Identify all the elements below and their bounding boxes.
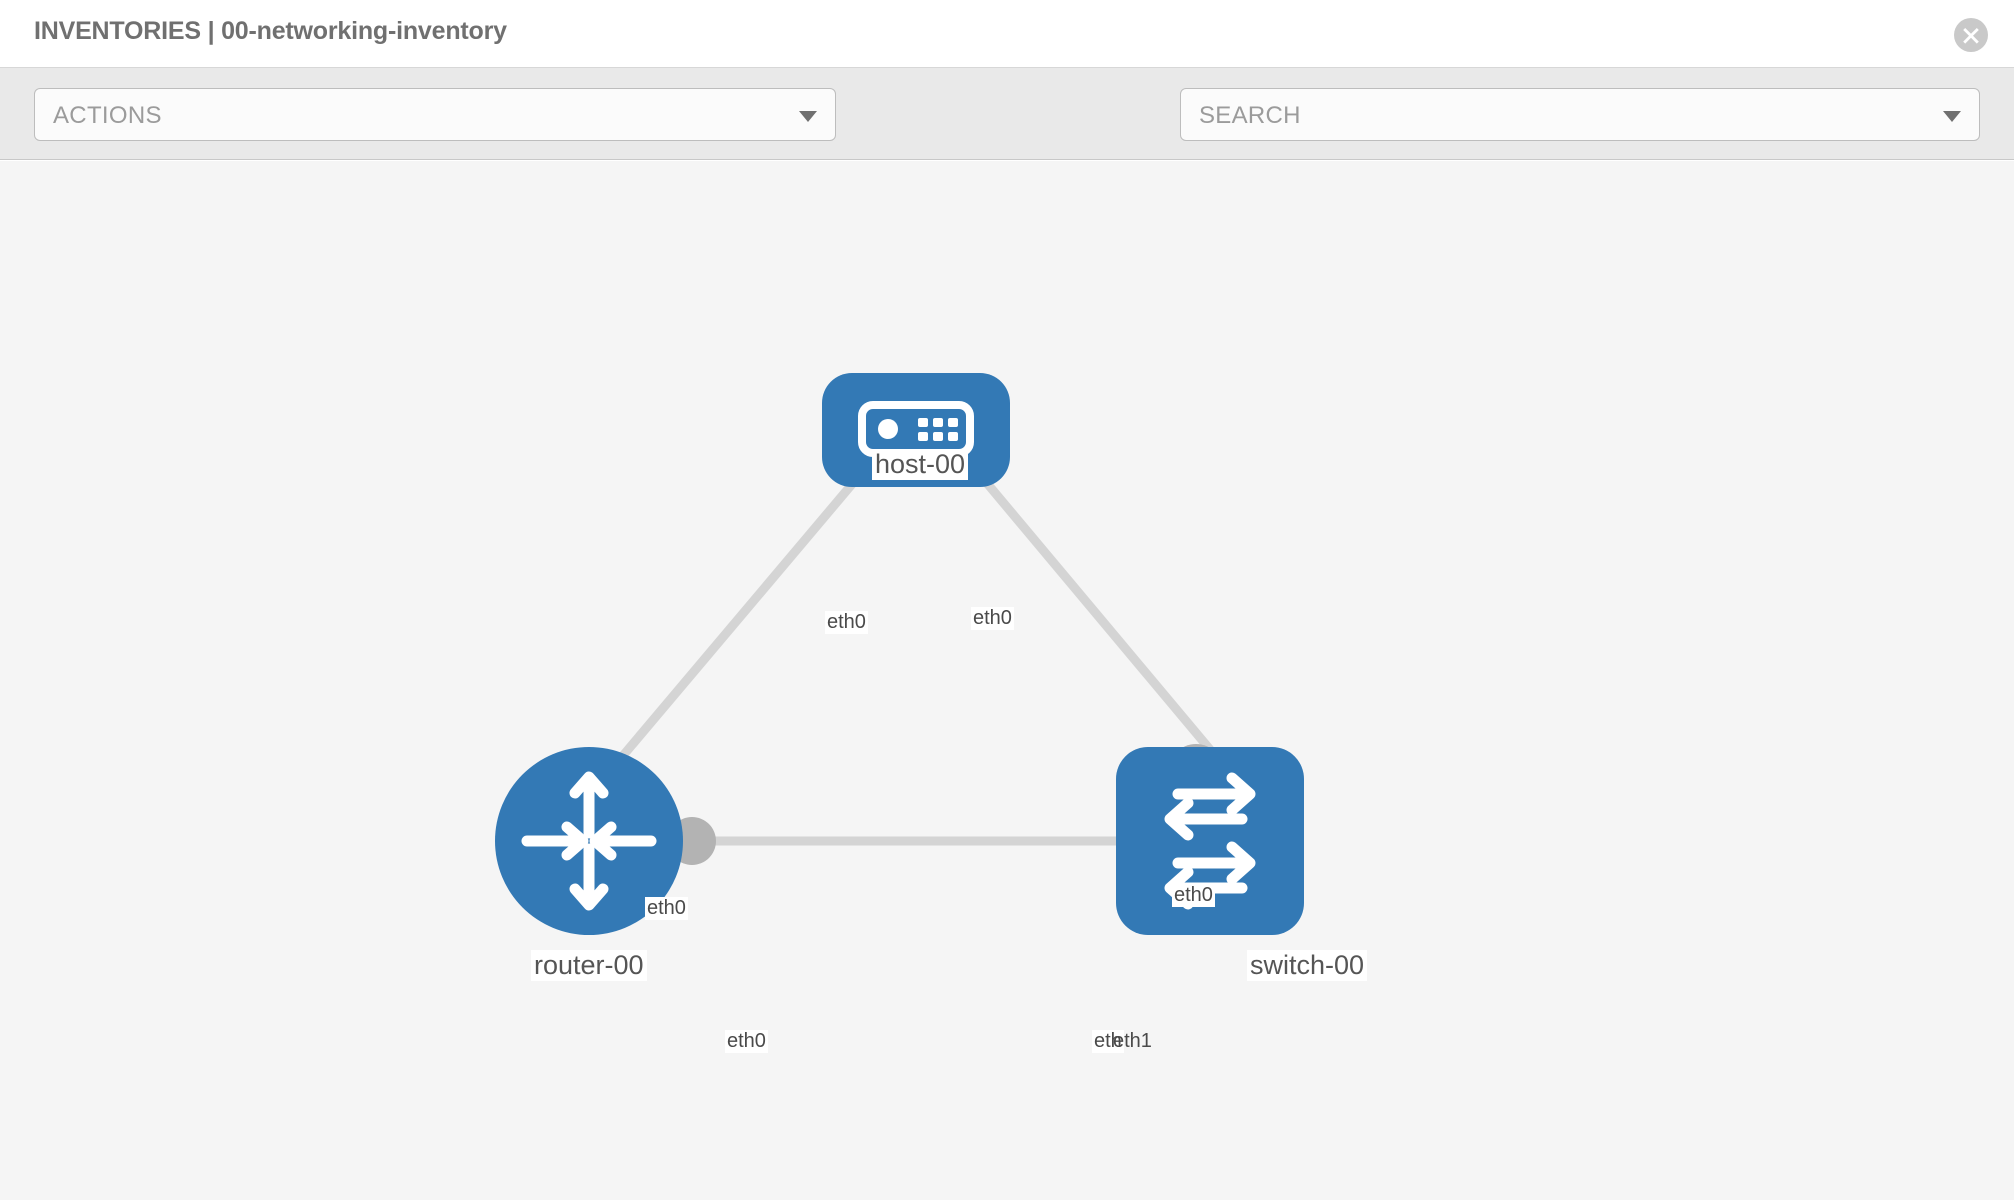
iface-label-switch00-eth0-up: eth0 [1172,884,1215,907]
node-label-switch-00: switch-00 [1247,950,1368,982]
search-placeholder: SEARCH [1199,102,1301,129]
iface-label-host00-eth0-right: eth0 [971,607,1014,630]
link-host00-router00[interactable] [606,448,884,774]
node-switch-00[interactable] [1116,747,1304,935]
link-host00-switch00[interactable] [956,448,1232,774]
iface-label-switch00-eth-overlap: eth [1092,1030,1124,1053]
chevron-down-icon[interactable] [1943,111,1961,122]
actions-dropdown-label: ACTIONS [53,102,162,129]
node-label-router-00: router-00 [531,950,647,982]
close-icon[interactable] [1954,18,1988,52]
iface-label-switch00-eth1: eth1 [1113,1030,1152,1052]
search-input[interactable]: SEARCH [1180,88,1980,141]
page-header: INVENTORIES | 00-networking-inventory [0,0,2014,68]
iface-label-router00-eth0: eth0 [725,1030,768,1053]
toolbar: ACTIONS SEARCH [0,68,2014,196]
topology-graph [495,373,1304,935]
page-title: INVENTORIES | 00-networking-inventory [34,17,507,45]
topology-canvas[interactable]: host-00 router-00 switch-00 eth0 eth0 et… [0,161,2014,1200]
iface-label-host00-eth0-left: eth0 [825,611,868,634]
chevron-down-icon [799,111,817,122]
node-router-00[interactable] [495,747,683,935]
node-label-host-00: host-00 [872,449,969,481]
iface-label-router00-eth0-up: eth0 [645,897,688,920]
actions-dropdown[interactable]: ACTIONS [34,88,836,141]
